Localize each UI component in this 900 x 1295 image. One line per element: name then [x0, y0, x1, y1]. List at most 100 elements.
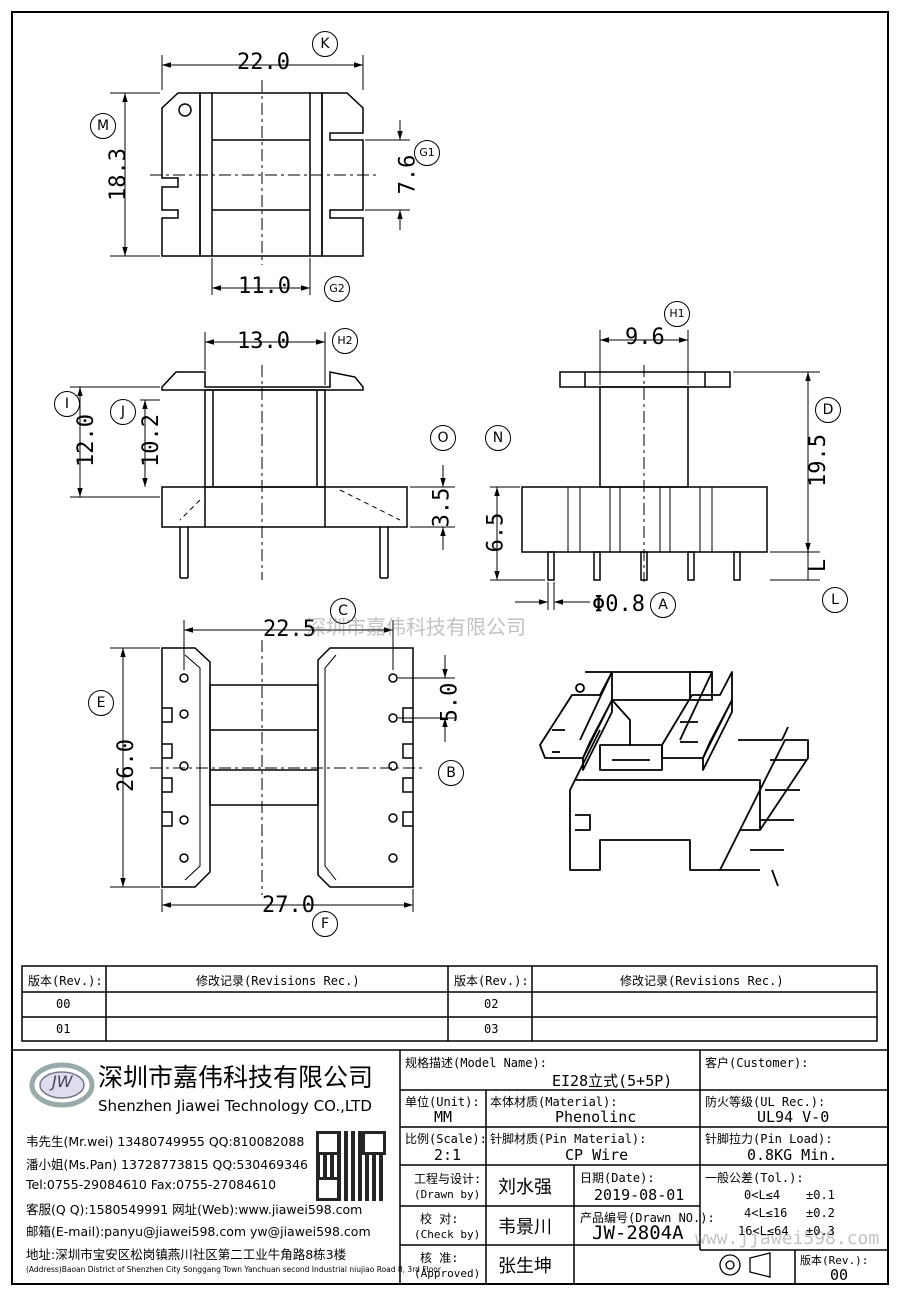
rev-label: 版本(Rev.):: [800, 1254, 869, 1267]
ul-value: UL94 V-0: [757, 1108, 830, 1126]
dim-pin-dia: Φ0.8: [592, 592, 645, 617]
side-view-dims: [490, 330, 820, 610]
contact-wei: 韦先生(Mr.wei) 13480749955 QQ:810082088: [26, 1134, 305, 1149]
rev-header-3: 版本(Rev.):: [454, 974, 529, 988]
logo-text: JW: [52, 1072, 73, 1091]
dim-bottom-overall: 27.0: [262, 893, 315, 918]
front-view-dims: [70, 332, 455, 550]
company-name-cn: 深圳市嘉伟科技有限公司: [98, 1063, 374, 1092]
pin-material-label: 针脚材质(Pin Material):: [490, 1132, 647, 1146]
bottom-view: [150, 640, 425, 895]
label-h2: H2: [332, 328, 358, 354]
approved-label-en: (Approved): [414, 1267, 481, 1280]
front-view: [161, 365, 408, 580]
contact-qq: 客服(Q Q):1580549991 网址(Web):www.jiawei598…: [26, 1202, 363, 1217]
drawn-value: 刘水强: [498, 1177, 552, 1198]
label-g2: G2: [324, 276, 350, 302]
pin-material-value: CP Wire: [565, 1146, 629, 1164]
top-view: [150, 80, 380, 265]
label-a: A: [650, 592, 676, 618]
tol-value-1: ±0.2: [806, 1206, 835, 1220]
projection-symbol: [719, 1252, 771, 1278]
ul-label: 防火等级(UL Rec.):: [705, 1095, 826, 1109]
dim-top-height: 18.3: [105, 148, 131, 201]
check-label-cn: 校 对:: [420, 1212, 459, 1226]
rev-row-0-rev: 00: [56, 997, 71, 1011]
label-i: I: [54, 391, 80, 417]
dim-side-base: 6.5: [483, 512, 509, 553]
dim-pin-length: L: [806, 558, 832, 573]
label-b: B: [438, 760, 464, 786]
rev-header-1: 版本(Rev.):: [28, 974, 103, 988]
drawn-no-label: 产品编号(Drawn NO.):: [580, 1211, 715, 1225]
rev-row-1-rev2: 03: [484, 1022, 499, 1036]
dim-bottom-height: 26.0: [113, 739, 139, 792]
date-value: 2019-08-01: [594, 1186, 685, 1204]
label-h1: H1: [664, 301, 690, 327]
address-en: (Address)Baoan District of Shenzhen City…: [26, 1265, 441, 1274]
scale-value: 2:1: [434, 1146, 462, 1164]
drawn-no-value: JW-2804A: [592, 1222, 684, 1244]
contact-email: 邮箱(E-mail):panyu@jiawei598.com yw@jiawei…: [26, 1224, 371, 1239]
rev-header-2: 修改记录(Revisions Rec.): [196, 974, 360, 988]
label-n: N: [485, 425, 511, 451]
pin-load-value: 0.8KG Min.: [747, 1146, 838, 1164]
drawing-frame: [11, 11, 889, 1285]
check-value: 韦景川: [498, 1217, 552, 1238]
customer-label: 客户(Customer):: [705, 1056, 809, 1070]
unit-label: 单位(Unit):: [405, 1095, 480, 1109]
label-g1: G1: [414, 140, 440, 166]
label-j: J: [110, 399, 136, 425]
dim-front-inner: 10.2: [138, 414, 164, 467]
title-block-lines: [12, 1049, 888, 1284]
contact-pan: 潘小姐(Ms.Pan) 13728773815 QQ:530469346: [26, 1157, 308, 1172]
rev-row-0-rev2: 02: [484, 997, 499, 1011]
dim-bottom-pitch: 5.0: [437, 682, 463, 723]
material-label: 本体材质(Material):: [490, 1095, 618, 1109]
tol-range-2: 16<L≤64: [738, 1224, 789, 1238]
side-view: [521, 365, 768, 582]
label-f: F: [312, 911, 338, 937]
watermark-center: 深圳市嘉伟科技有限公司: [306, 615, 526, 639]
dim-top-width: 22.0: [237, 50, 290, 75]
address-cn: 地址:深圳市宝安区松岗镇燕川社区第二工业牛角路8栋3楼: [26, 1247, 347, 1262]
dim-bottom-width: 22.5: [263, 617, 316, 642]
dim-front-base: 3.5: [429, 487, 455, 528]
company-logo: [29, 1062, 95, 1108]
watermark-corner: www.jjawei598.com: [695, 1228, 880, 1249]
pin-load-label: 针脚拉力(Pin Load):: [705, 1132, 833, 1146]
tol-range-0: 0<L≤4: [744, 1188, 781, 1202]
isometric-view: [539, 671, 809, 887]
drawn-label-en: (Drawn by): [414, 1188, 481, 1201]
tol-label: 一般公差(Tol.):: [705, 1171, 804, 1185]
tol-value-2: ±0.3: [806, 1224, 835, 1238]
unit-value: MM: [434, 1108, 453, 1126]
material-value: Phenolinc: [555, 1108, 637, 1126]
label-m: M: [90, 113, 116, 139]
rev-row-1-rev: 01: [56, 1022, 71, 1036]
tol-value-0: ±0.1: [806, 1188, 835, 1202]
model-label: 规格描述(Model Name):: [405, 1056, 547, 1070]
rev-header-4: 修改记录(Revisions Rec.): [620, 974, 784, 988]
label-d: D: [815, 397, 841, 423]
dim-front-width: 13.0: [237, 329, 290, 354]
dim-front-height: 12.0: [73, 414, 99, 467]
approved-label-cn: 核 准:: [420, 1251, 459, 1265]
contact-tel: Tel:0755-29084610 Fax:0755-27084610: [26, 1177, 277, 1192]
model-value: EI28立式(5+5P): [552, 1072, 673, 1090]
qr-code: [316, 1131, 386, 1201]
dim-side-width: 9.6: [625, 325, 665, 350]
bottom-view-dims: [110, 620, 455, 912]
dim-top-base: 11.0: [238, 274, 291, 299]
scale-label: 比例(Scale):: [405, 1132, 487, 1146]
label-c: C: [330, 598, 356, 624]
label-k: K: [312, 31, 338, 57]
check-label-en: (Check by): [414, 1228, 481, 1241]
revision-table-lines: [21, 965, 878, 1042]
top-view-dims: [110, 55, 410, 295]
drawn-label-cn: 工程与设计:: [414, 1172, 482, 1186]
tol-range-1: 4<L≤16: [744, 1206, 788, 1220]
approved-value: 张生坤: [498, 1256, 552, 1277]
label-e: E: [88, 690, 114, 716]
label-l: L: [822, 587, 848, 613]
